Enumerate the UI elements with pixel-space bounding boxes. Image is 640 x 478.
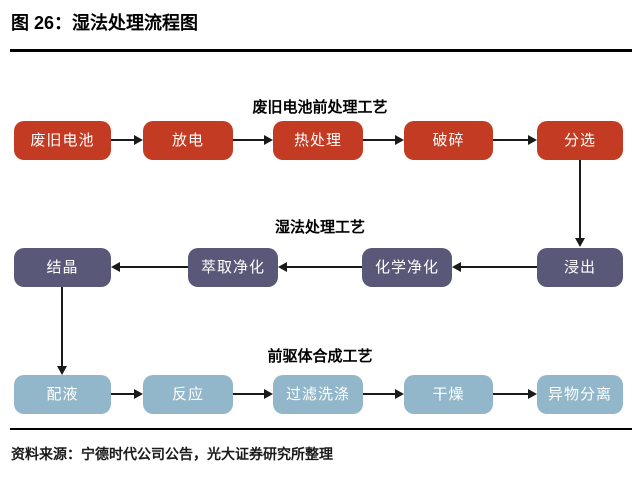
flow-box-crystallization: 结晶	[14, 248, 111, 287]
flow-box-leaching: 浸出	[537, 248, 623, 287]
arrow-right-4	[493, 135, 537, 145]
arrow-right-8	[493, 389, 537, 399]
arrow-right-1	[111, 135, 143, 145]
flow-box-extraction-purification: 萃取净化	[188, 248, 278, 287]
flow-box-heat-treatment: 热处理	[273, 121, 363, 160]
section-title-pretreatment: 废旧电池前处理工艺	[252, 99, 388, 116]
top-divider	[10, 49, 632, 52]
arrow-left-2	[278, 262, 362, 272]
arrow-right-6	[233, 389, 273, 399]
flow-box-sorting: 分选	[537, 121, 623, 160]
arrow-down-crystallization-to-solution	[57, 287, 67, 375]
flow-box-discharging: 放电	[143, 121, 233, 160]
arrow-left-3	[452, 262, 537, 272]
arrow-left-1	[111, 262, 188, 272]
section-title-precursor: 前驱体合成工艺	[267, 348, 373, 365]
figure-title: 图 26：湿法处理流程图	[11, 13, 199, 33]
flow-box-filtration-washing: 过滤洗涤	[273, 375, 363, 414]
flow-box-foreign-matter-separation: 异物分离	[537, 375, 623, 414]
flow-box-reaction: 反应	[143, 375, 233, 414]
bottom-divider	[10, 428, 632, 430]
arrow-right-3	[363, 135, 404, 145]
arrow-down-sorting-to-leaching	[575, 160, 585, 247]
flow-box-solution-preparation: 配液	[14, 375, 111, 414]
flow-box-drying: 干燥	[404, 375, 493, 414]
section-title-wet-process: 湿法处理工艺	[274, 219, 365, 236]
flow-box-waste-battery: 废旧电池	[14, 121, 111, 160]
source-text: 资料来源：宁德时代公司公告，光大证券研究所整理	[11, 446, 333, 462]
flow-box-crushing: 破碎	[404, 121, 493, 160]
arrow-right-2	[233, 135, 273, 145]
arrow-right-5	[111, 389, 143, 399]
flow-box-chemical-purification: 化学净化	[362, 248, 452, 287]
arrow-right-7	[363, 389, 404, 399]
